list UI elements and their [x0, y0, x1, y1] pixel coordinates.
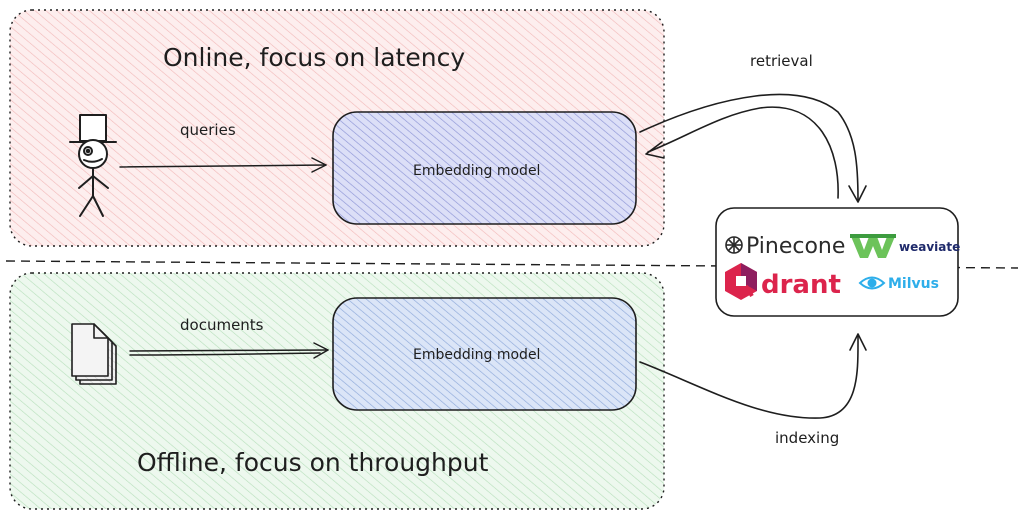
qdrant-icon — [725, 263, 757, 300]
indexing-arrow — [639, 333, 867, 419]
vector-db-box — [715, 207, 959, 317]
online-model-label: Embedding model — [413, 163, 540, 179]
milvus-logo: Milvus — [858, 276, 939, 292]
documents-label: documents — [180, 316, 264, 334]
weaviate-icon — [850, 234, 896, 258]
weaviate-text: weaviate — [899, 240, 960, 254]
online-title: Online, focus on latency — [163, 43, 465, 72]
milvus-text: Milvus — [888, 276, 939, 292]
qdrant-logo: drant — [725, 263, 841, 300]
weaviate-logo: weaviate — [850, 234, 960, 258]
pinecone-logo: Pinecone — [725, 234, 845, 259]
pinecone-text: Pinecone — [746, 234, 845, 259]
queries-arrow — [119, 157, 327, 173]
offline-model-label: Embedding model — [413, 347, 540, 363]
retrieval-arrow — [639, 93, 867, 203]
indexing-label: indexing — [775, 429, 839, 447]
milvus-eye-icon — [858, 276, 886, 290]
documents-arrow — [129, 342, 329, 359]
offline-title: Offline, focus on throughput — [137, 448, 489, 477]
qdrant-text: drant — [761, 270, 841, 300]
queries-label: queries — [180, 121, 236, 139]
retrieval-label: retrieval — [750, 52, 813, 70]
online-embedding-model — [332, 111, 637, 225]
pinecone-icon — [725, 236, 743, 254]
documents-icon — [71, 323, 117, 385]
offline-embedding-model — [332, 297, 637, 411]
user-figure-icon — [69, 114, 117, 217]
